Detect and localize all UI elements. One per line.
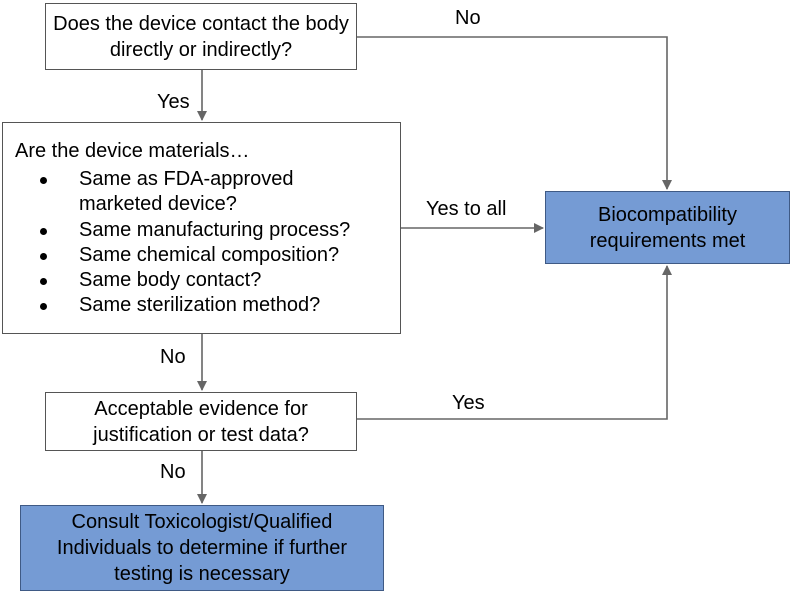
materials-item-fda: Same as FDA-approved marketed device? [79, 168, 294, 216]
list-item: Same manufacturing process? [3, 218, 350, 243]
node-requirements-met: Biocompatibility requirements met [545, 191, 790, 264]
materials-list: Same as FDA-approved marketed device? Sa… [3, 167, 350, 319]
edge-label-contact-yes: Yes [157, 91, 190, 113]
node-evidence-question: Acceptable evidence for justification or… [45, 392, 357, 451]
materials-item-process: Same manufacturing process? [79, 218, 351, 241]
node-evidence-question-text: Acceptable evidence for justification or… [93, 397, 309, 446]
edge-label-evidence-no: No [160, 461, 186, 483]
bullet-icon [40, 252, 47, 260]
node-consult: Consult Toxicologist/Qualified Individua… [20, 505, 384, 591]
materials-item-contact: Same body contact? [79, 269, 262, 292]
edge-contact-no [357, 36, 672, 190]
materials-item-sterilization: Same sterilization method? [79, 294, 321, 317]
node-materials-question: Are the device materials… Same as FDA-ap… [2, 122, 401, 334]
edge-label-evidence-yes: Yes [452, 392, 485, 414]
list-item: Same chemical composition? [3, 243, 350, 268]
materials-item-chemical: Same chemical composition? [79, 243, 340, 266]
materials-intro: Are the device materials… [15, 140, 250, 162]
bullet-icon [40, 303, 47, 311]
edge-evidence-yes [357, 265, 672, 420]
edge-label-materials-yes: Yes to all [426, 198, 507, 220]
edge-label-materials-no: No [160, 346, 186, 368]
node-contact-question-text: Does the device contact the body directl… [53, 12, 349, 61]
bullet-icon [40, 278, 47, 286]
edge-label-contact-no: No [455, 7, 481, 29]
node-contact-question: Does the device contact the body directl… [45, 3, 357, 70]
node-requirements-met-text: Biocompatibility requirements met [589, 203, 746, 252]
list-item: Same body contact? [3, 268, 350, 293]
bullet-icon [40, 227, 47, 235]
node-consult-text: Consult Toxicologist/Qualified Individua… [56, 511, 348, 585]
list-item: Same sterilization method? [3, 293, 350, 318]
bullet-icon [40, 177, 47, 184]
list-item: Same as FDA-approved marketed device? [3, 167, 350, 218]
